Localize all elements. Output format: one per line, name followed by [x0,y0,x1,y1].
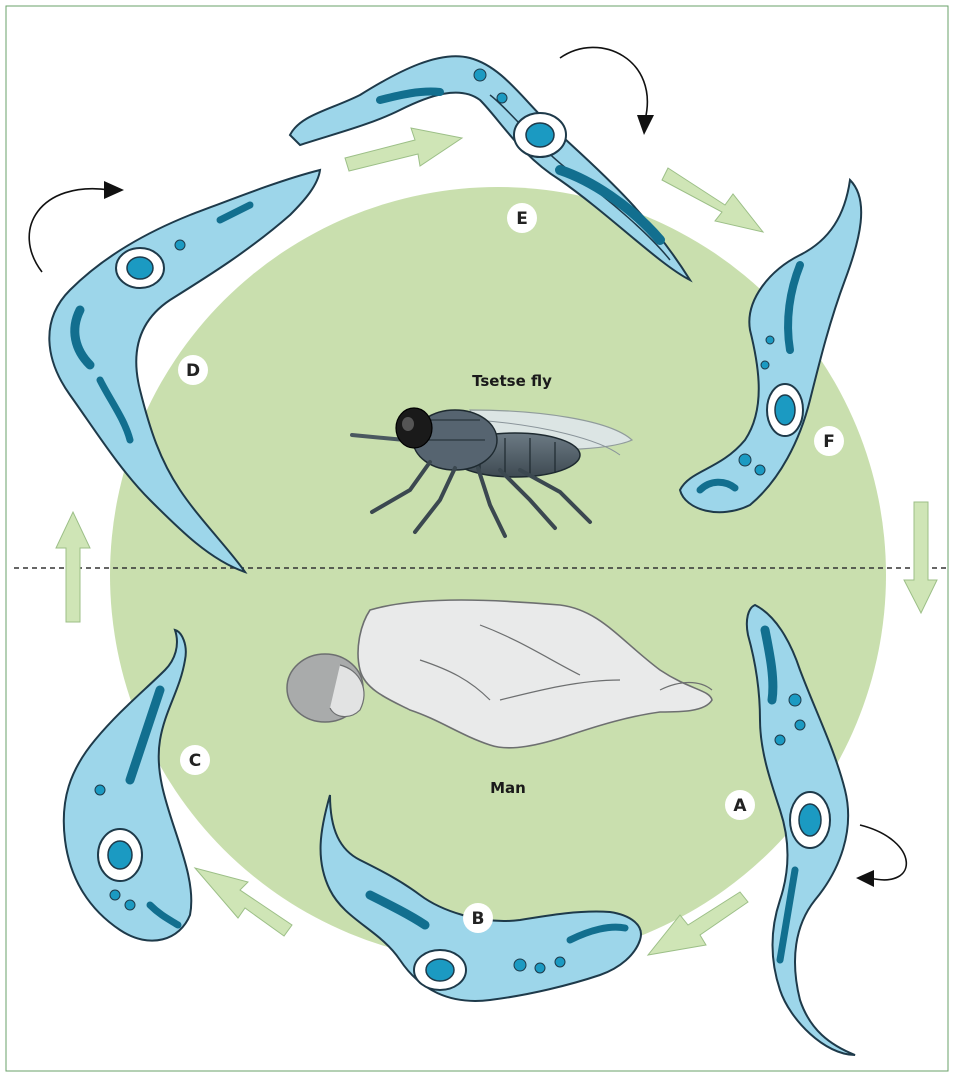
arrow-f-to-a [904,502,937,613]
stage-letter-e: E [516,209,528,229]
stage-letter-a: A [733,796,747,816]
stage-letter-f: F [823,432,835,452]
stage-letter-c: C [189,751,201,771]
arrow-d-to-e [345,128,462,171]
rotation-arrow-top [560,47,647,120]
stage-badge-d: D [178,355,208,385]
stage-badge-e: E [507,203,537,233]
stage-badge-f: F [814,426,844,456]
stage-letter-d: D [186,361,200,381]
stage-badge-a: A [725,790,755,820]
rotation-arrow-right [860,825,906,880]
stage-badge-c: C [180,745,210,775]
arrow-c-to-d [56,512,90,622]
rotation-arrow-left [29,189,110,272]
host-label-man: Man [490,779,526,797]
stage-letter-b: B [472,909,485,929]
stage-badge-b: B [463,903,493,933]
host-label-tsetse-fly: Tsetse fly [472,372,552,390]
arrow-e-to-f [662,168,763,232]
